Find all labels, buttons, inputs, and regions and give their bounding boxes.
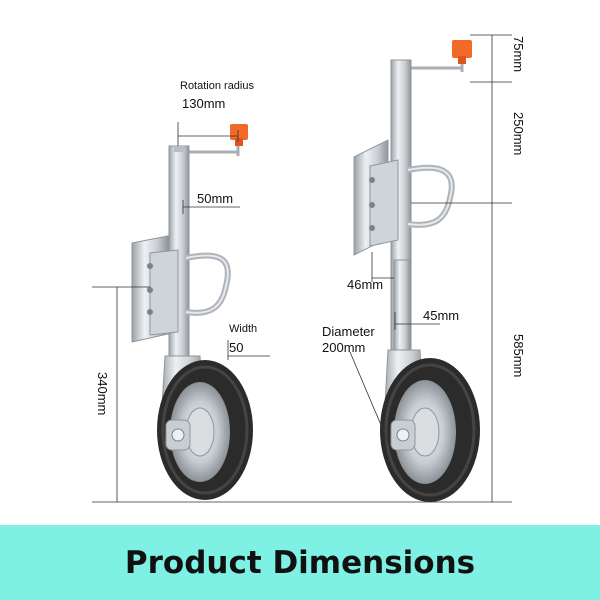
- dimension-lines: [92, 34, 512, 503]
- diameter-label: Diameter: [322, 324, 375, 339]
- handle-height-label: 75mm: [511, 36, 526, 73]
- inner-tube-label: 46mm: [347, 277, 384, 292]
- tube-width-label: 50mm: [197, 191, 234, 206]
- lower-tube-label: 45mm: [423, 308, 460, 323]
- left-handle-knob: [230, 124, 248, 140]
- right-jack: [353, 40, 480, 502]
- wheel-width-label: Width: [229, 323, 258, 335]
- diagram-canvas: Rotation radius 130mm 50mm Width 50 340m…: [92, 34, 526, 503]
- wheel-width-value: 50: [229, 340, 244, 355]
- left-clamp: [185, 252, 231, 316]
- diameter-value: 200mm: [322, 340, 366, 355]
- lower-section-label: 585mm: [511, 334, 526, 378]
- right-clamp: [407, 164, 455, 228]
- jack-diagram: [92, 34, 512, 503]
- rotation-radius-value: 130mm: [182, 96, 226, 111]
- right-handle-knob: [452, 40, 472, 58]
- upper-section-label: 250mm: [511, 112, 526, 156]
- title-banner: Product Dimensions: [0, 525, 600, 600]
- banner-title: Product Dimensions: [124, 544, 476, 581]
- left-height-label: 340mm: [95, 372, 110, 416]
- left-jack: [131, 124, 253, 500]
- rotation-radius-label: Rotation radius: [180, 80, 254, 92]
